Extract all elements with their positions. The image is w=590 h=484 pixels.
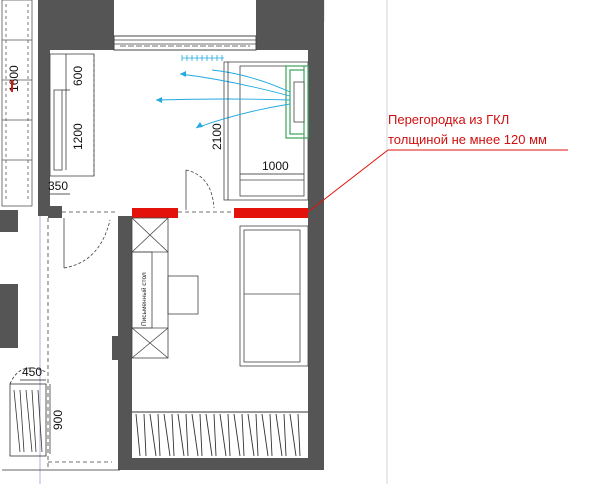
- dim-450: 450: [22, 365, 42, 379]
- gkl-partition: [132, 208, 308, 218]
- annotation-line-2: толщиной не мнее 120 мм: [388, 132, 547, 147]
- bed-fringe: [132, 411, 308, 457]
- partition-annotation: Перегородка из ГКЛ толщиной не мнее 120 …: [388, 110, 547, 150]
- walls: [0, 0, 324, 470]
- radiator: [181, 55, 224, 61]
- dim-1200: 1200: [71, 123, 85, 150]
- desk: [131, 251, 153, 329]
- airflow-arrows: [155, 69, 291, 129]
- left-storage-column: [1, 0, 33, 207]
- sofa-lower: [239, 225, 309, 367]
- wardrobe-upper: [49, 53, 95, 177]
- dimension-lines: [20, 54, 304, 454]
- window: [113, 35, 257, 51]
- dim-350: 350: [48, 179, 68, 193]
- bottom-left-cabinet: [2, 367, 120, 471]
- annotation-leader: [307, 149, 568, 213]
- dim-1600: 1600: [7, 65, 21, 92]
- air-conditioner: [293, 81, 305, 123]
- dim-2100: 2100: [210, 123, 224, 150]
- dim-600: 600: [71, 66, 85, 86]
- dim-900: 900: [51, 410, 65, 430]
- dim-1000: 1000: [262, 159, 289, 173]
- desk-label: Письменный стол: [140, 272, 148, 326]
- annotation-line-1: Перегородка из ГКЛ: [388, 112, 510, 127]
- doors: [47, 169, 234, 470]
- airflow-arrowheads: [156, 71, 203, 128]
- storage-column-lower: [131, 217, 169, 359]
- desk-chair: [167, 275, 199, 315]
